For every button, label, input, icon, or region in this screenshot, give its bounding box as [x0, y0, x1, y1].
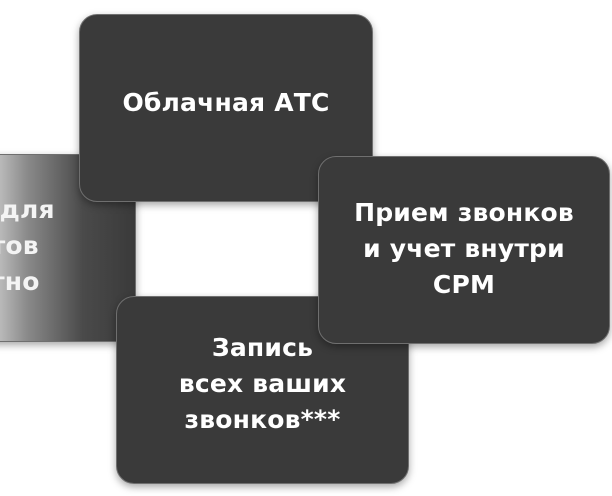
feature-card-cloud-pbx-label: Облачная АТС — [122, 88, 330, 117]
feature-card-crm-calls: Прием звонков и учет внутри CPM — [318, 156, 610, 344]
feature-card-crm-calls-label: Прием звонков и учет внутри CPM — [354, 198, 574, 299]
feature-card-left-label: и для итов атно — [0, 195, 55, 296]
feature-card-call-recording: Запись всех ваших звонков*** — [116, 296, 409, 484]
feature-card-call-recording-label: Запись всех ваших звонков*** — [178, 333, 347, 434]
